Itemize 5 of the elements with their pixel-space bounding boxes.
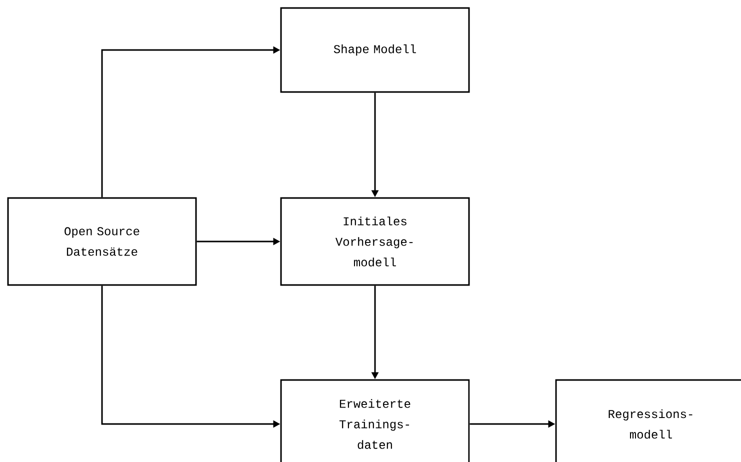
process-box: Initiales Vorhersage- modell — [280, 197, 470, 286]
process-box: Regressions- modell — [555, 379, 741, 462]
process-box: Open Source Datensätze — [7, 197, 197, 286]
process-box: Shape Modell — [280, 7, 470, 93]
process-box: Erweiterte Trainings- daten — [280, 379, 470, 462]
